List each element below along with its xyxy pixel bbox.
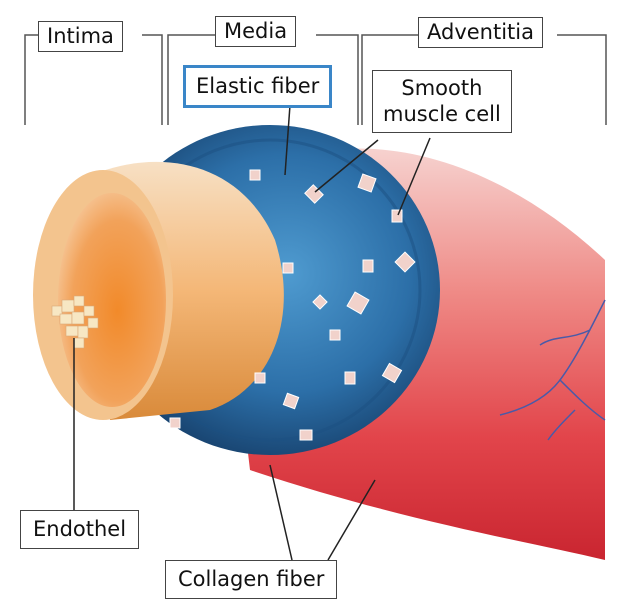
- label-adventitia: Adventitia: [418, 17, 543, 48]
- label-smooth-muscle-cell: Smooth muscle cell: [372, 70, 512, 133]
- label-collagen-fiber: Collagen fiber: [165, 560, 338, 599]
- smooth-muscle-cells: [169, 169, 416, 441]
- leader-lines: [73, 104, 431, 561]
- label-elastic-fiber: Elastic fiber: [183, 65, 333, 108]
- blood-vessels: [499, 299, 606, 441]
- label-intima: Intima: [38, 21, 123, 52]
- label-smooth-muscle-line1: Smooth: [401, 76, 483, 100]
- bracket-lines: [24, 34, 607, 125]
- label-smooth-muscle-line2: muscle cell: [383, 102, 501, 127]
- label-endothel: Endothel: [20, 510, 140, 549]
- endothelial-cells: [51, 295, 99, 349]
- label-media: Media: [215, 16, 297, 47]
